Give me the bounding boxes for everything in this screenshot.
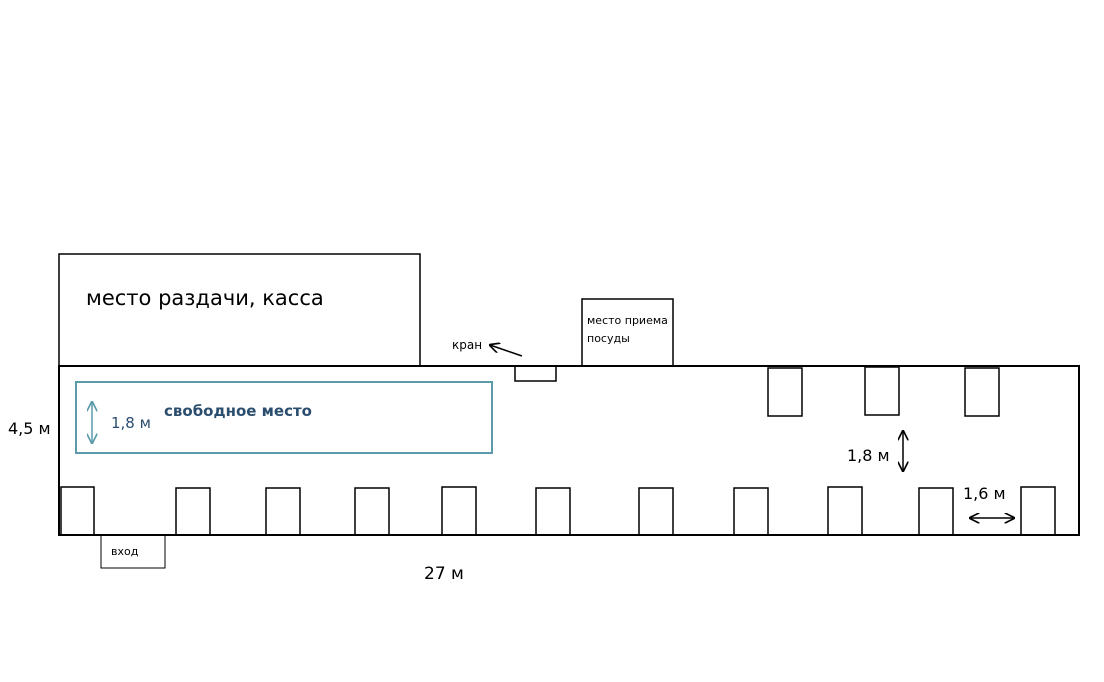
table-gap-label: 1,6 м xyxy=(963,484,1006,503)
table-bottom-7 xyxy=(638,487,674,536)
table-bottom-6 xyxy=(535,487,571,536)
tap-label: кран xyxy=(452,338,482,352)
table-top-3 xyxy=(964,367,1000,417)
table-bottom-9 xyxy=(827,486,863,536)
table-bottom-2 xyxy=(175,487,211,536)
table-bottom-10 xyxy=(918,487,954,536)
room-height-label: 4,5 м xyxy=(8,419,51,438)
dining-room xyxy=(58,365,1080,536)
entrance-label: вход xyxy=(111,545,139,558)
table-bottom-3 xyxy=(265,487,301,536)
free-space xyxy=(75,381,493,454)
room-length-label: 27 м xyxy=(424,564,464,584)
table-bottom-5 xyxy=(441,486,477,536)
table-bottom-4 xyxy=(354,487,390,536)
table-bottom-8 xyxy=(733,487,769,536)
table-top-2 xyxy=(864,366,900,416)
entrance xyxy=(100,534,166,569)
dish-return-label-line2: посуды xyxy=(587,332,630,345)
table-bottom-11 xyxy=(1020,486,1056,536)
serving-area-label: место раздачи, касса xyxy=(86,286,324,310)
free-space-label: свободное место xyxy=(164,402,312,420)
aisle-width-label: 1,8 м xyxy=(847,446,890,465)
serving-area xyxy=(58,253,421,367)
table-bottom-1 xyxy=(60,486,95,536)
table-top-1 xyxy=(767,367,803,417)
free-space-height-label: 1,8 м xyxy=(111,414,151,432)
tap-arrow xyxy=(490,345,523,357)
dish-return-label-line1: место приема xyxy=(587,314,668,327)
tap xyxy=(514,365,557,382)
